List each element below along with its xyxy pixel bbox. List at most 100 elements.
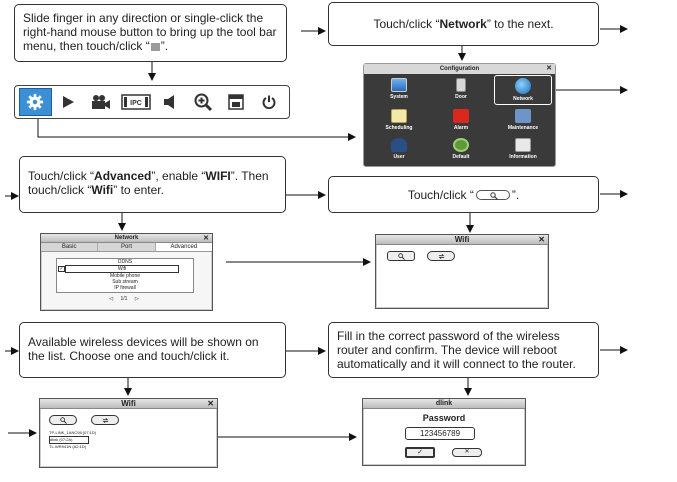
step4-text-post: ”. — [511, 187, 520, 202]
refresh-icon — [438, 254, 445, 259]
list-item[interactable]: TL-WR941N (A2:1D) — [49, 444, 87, 449]
wifi-search-button[interactable] — [49, 415, 77, 425]
information-icon — [515, 138, 531, 152]
play-icon — [63, 96, 75, 108]
toolbar-volume-button[interactable] — [154, 88, 187, 116]
snapshot-icon — [228, 94, 244, 110]
wifi-list-title: Wifi ✕ — [40, 399, 217, 409]
page-indicator: 1/1 — [120, 296, 128, 302]
gear-icon — [453, 138, 469, 152]
close-icon[interactable]: ✕ — [538, 235, 545, 244]
confirm-button[interactable]: ✓ — [405, 447, 435, 458]
wifi-refresh-button[interactable] — [427, 251, 455, 261]
step3-text-b: ”, enable “ — [151, 169, 206, 183]
toolbar-settings-button[interactable] — [19, 88, 52, 116]
step5-text: Available wireless devices will be shown… — [28, 335, 259, 363]
calendar-icon — [391, 109, 407, 123]
power-icon — [262, 95, 276, 109]
list-item[interactable]: Mobile phone — [109, 273, 141, 279]
zoom-in-icon — [194, 93, 213, 111]
list-item-wifi[interactable]: Wifi — [65, 265, 179, 273]
config-item-maintenance[interactable]: Maintenance — [494, 109, 552, 131]
search-icon — [490, 191, 498, 200]
arrow-toolbar-config — [37, 119, 356, 141]
search-icon — [398, 253, 405, 260]
wifi-network-list: TP-LINK_1ANC98 (07:1D) dlink (07:2A) TL-… — [49, 430, 159, 450]
tab-port[interactable]: Port — [98, 243, 156, 251]
checkmark-icon: ✓ — [417, 449, 423, 456]
config-item-default[interactable]: Default — [432, 138, 490, 160]
wifi-refresh-button[interactable] — [91, 415, 119, 425]
list-item[interactable]: Sub stream — [112, 279, 138, 285]
maintenance-icon — [515, 109, 531, 123]
cancel-button[interactable]: ✕ — [452, 448, 482, 457]
toolbar-zoom-button[interactable] — [187, 88, 220, 116]
svg-text:IPC: IPC — [130, 100, 142, 107]
toolbar-menu: IPC — [14, 85, 290, 119]
config-item-door[interactable]: Door — [432, 78, 490, 100]
speaker-icon — [164, 95, 175, 109]
alarm-icon — [453, 109, 469, 123]
ipc-film-icon: IPC — [120, 94, 151, 110]
network-window: Network ✕ Basic Port Advanced DDNS Wifi … — [40, 233, 213, 311]
list-item[interactable]: TP-LINK_1ANC98 (07:1D) — [49, 430, 97, 435]
toolbar-camera-button[interactable] — [85, 88, 118, 116]
step3-text-advanced: Advanced — [94, 169, 152, 183]
search-icon — [60, 417, 67, 424]
step6-text: Fill in the correct password of the wire… — [337, 329, 576, 371]
step3-text-wifi: Wifi — [91, 183, 114, 197]
config-item-system[interactable]: System — [370, 78, 428, 100]
monitor-icon — [391, 78, 407, 92]
wifi-list-window: Wifi ✕ TP-LINK_1ANC98 (07:1D) dlink (07:… — [39, 398, 218, 468]
step4-text-pre: Touch/click “ — [407, 187, 474, 202]
configuration-window: Configuration ✕ System Door Network Sche… — [363, 63, 556, 167]
step3-text-a: Touch/click “ — [28, 169, 95, 183]
config-item-network[interactable]: Network — [494, 75, 552, 105]
toolbar-play-button[interactable] — [52, 88, 85, 116]
close-icon[interactable]: ✕ — [207, 399, 214, 408]
wifi-checkbox[interactable]: ✓ — [58, 266, 65, 272]
list-item[interactable]: DDNS — [117, 259, 133, 265]
step1-text-end: ”. — [160, 39, 169, 53]
list-item[interactable]: IP firewall — [114, 285, 136, 291]
close-icon[interactable]: ✕ — [203, 235, 209, 242]
toolbar-ipc-button[interactable]: IPC — [117, 88, 154, 116]
toolbar-power-button[interactable] — [252, 88, 285, 116]
dlink-window: dlink Password 123456789 ✓ ✕ — [362, 398, 526, 466]
config-item-user[interactable]: User — [370, 138, 428, 160]
password-label: Password — [422, 413, 466, 423]
step3-box: Touch/click “Advanced”, enable “WIFI”. T… — [19, 156, 286, 213]
gear-icon — [27, 93, 44, 111]
next-page-icon[interactable]: ▷ — [134, 296, 139, 302]
step5-box: Available wireless devices will be shown… — [19, 322, 286, 378]
step6-box: Fill in the correct password of the wire… — [328, 322, 599, 378]
video-camera-icon — [91, 95, 110, 109]
wifi-title: Wifi ✕ — [376, 235, 548, 245]
prev-page-icon[interactable]: ◁ — [109, 296, 114, 302]
list-item-selected[interactable]: dlink (07:2A) — [49, 436, 89, 444]
network-title: Network ✕ — [41, 234, 212, 243]
config-item-alarm[interactable]: Alarm — [432, 109, 490, 131]
step2-box: Touch/click “Network” to the next. — [328, 2, 599, 46]
wifi-search-button[interactable] — [387, 251, 415, 261]
tab-advanced[interactable]: Advanced — [155, 243, 212, 251]
toolbar-snapshot-button[interactable] — [220, 88, 253, 116]
step2-text-post: ” to the next. — [486, 17, 554, 31]
network-pagination: ◁ 1/1 ▷ — [99, 296, 149, 302]
config-item-scheduling[interactable]: Scheduling — [370, 109, 428, 131]
cross-icon: ✕ — [464, 449, 470, 455]
globe-icon — [515, 78, 531, 94]
user-icon — [391, 138, 407, 152]
step1-box: Slide finger in any direction or single-… — [14, 4, 287, 62]
step4-box: Touch/click “ ”. — [328, 176, 599, 213]
tab-basic[interactable]: Basic — [41, 243, 99, 251]
config-item-information[interactable]: Information — [494, 138, 552, 160]
step3-text-wifi-caps: WIFI — [205, 169, 231, 183]
step3-text-c: ”. Then touch/click “ — [28, 169, 269, 197]
step3-text-d: ” to enter. — [113, 183, 164, 197]
password-input[interactable]: 123456789 — [405, 427, 475, 440]
door-icon — [456, 78, 466, 92]
step2-text-bold: Network — [439, 17, 487, 31]
close-icon[interactable]: ✕ — [546, 65, 552, 72]
